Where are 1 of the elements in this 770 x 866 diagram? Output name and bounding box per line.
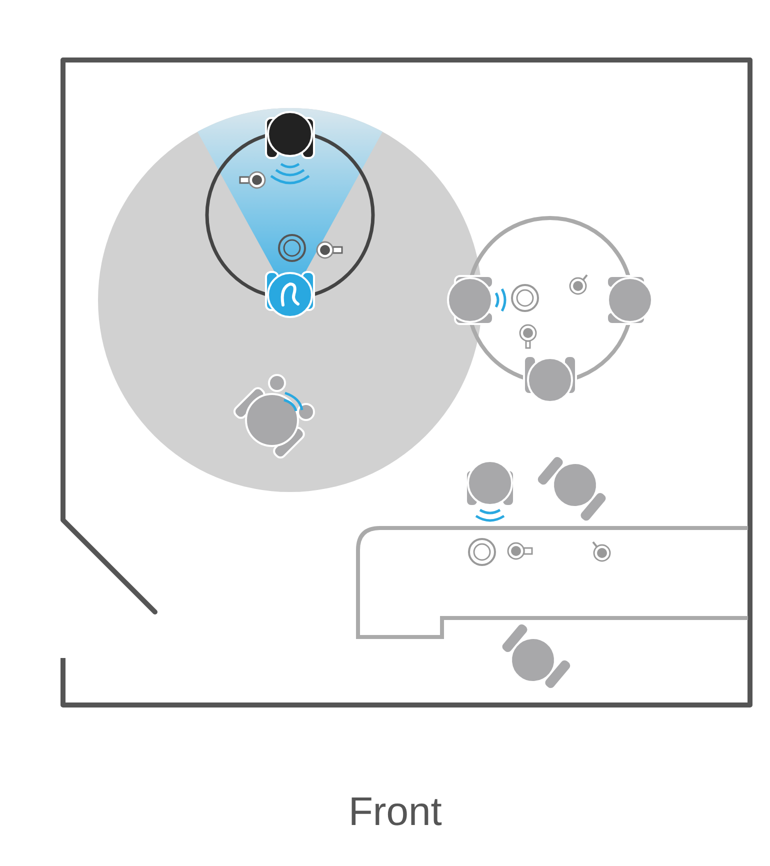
front-label: Front (348, 790, 442, 835)
